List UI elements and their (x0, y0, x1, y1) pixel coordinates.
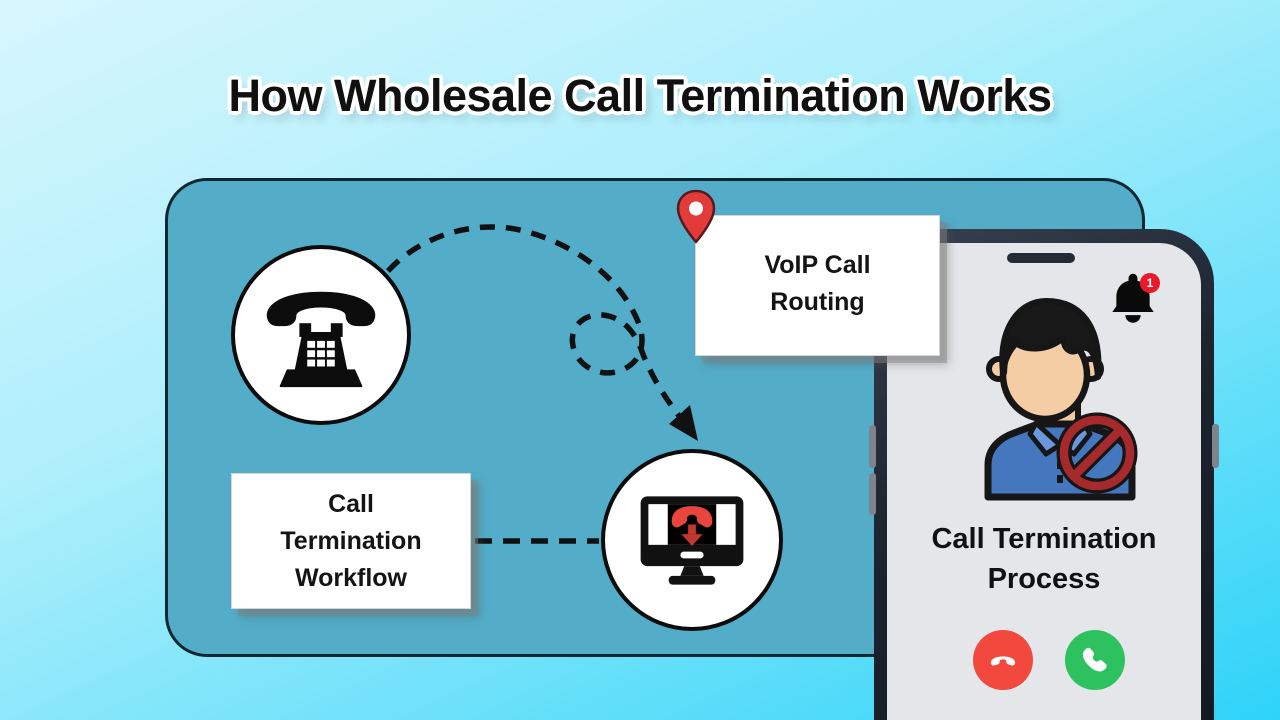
page-title: How Wholesale Call Termination Works (228, 70, 1052, 121)
power-button (1212, 424, 1219, 468)
decline-handset-icon (990, 656, 1016, 666)
volume-down-button (869, 473, 876, 515)
phone-caption: Call Termination Process (887, 519, 1201, 599)
monitor-call-end-icon (640, 496, 744, 585)
speaker-notch (1007, 253, 1075, 263)
telephone-icon (266, 291, 376, 388)
decline-call-button[interactable] (973, 630, 1033, 690)
volume-up-button (869, 425, 876, 468)
notification-bell-icon (1112, 273, 1154, 323)
caller-avatar (984, 298, 1138, 501)
voip-line: Routing (770, 288, 865, 316)
accept-call-button[interactable] (1065, 630, 1125, 690)
accept-handset-icon (1082, 647, 1107, 672)
caption-line: Process (987, 563, 1101, 595)
blocked-icon (1056, 412, 1138, 494)
origin-phone-node (231, 245, 411, 425)
caption-line: Call Termination (931, 523, 1157, 555)
notification-badge: 1 (1140, 273, 1160, 293)
map-pin-icon (676, 189, 716, 244)
voip-line: VoIP Call (764, 251, 871, 279)
workflow-line: Termination (280, 527, 422, 555)
workflow-line: Call (328, 490, 374, 518)
termination-monitor-node (601, 449, 783, 631)
voip-call-routing-box: VoIP Call Routing (695, 215, 940, 356)
workflow-line: Workflow (294, 564, 408, 592)
call-termination-workflow-box: Call Termination Workflow (231, 473, 471, 609)
